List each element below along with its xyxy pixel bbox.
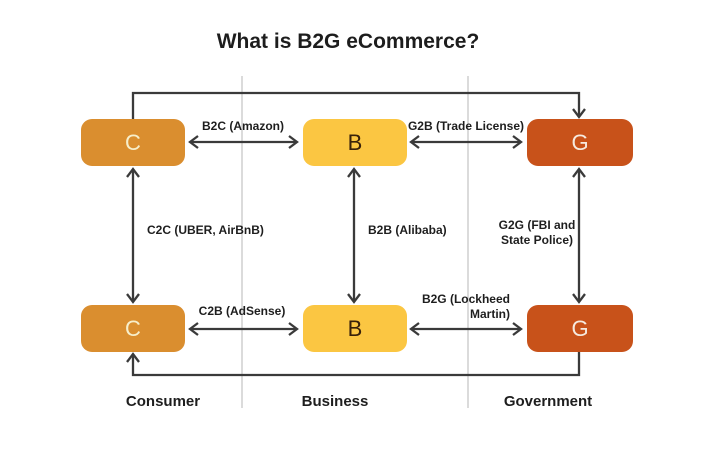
box-consumer-top: C: [81, 119, 185, 166]
box-letter: C: [125, 315, 141, 341]
b2b-arrow: [347, 167, 361, 304]
c-to-g-top-arrow: [131, 91, 586, 119]
page-title: What is B2G eCommerce?: [216, 30, 480, 53]
c2b-relation-label: C2B (AdSense): [198, 304, 286, 318]
b2g-arrow: [409, 322, 523, 336]
c2b-arrow: [188, 322, 299, 336]
c2c-relation-label: C2C (UBER, AirBnB): [147, 223, 264, 237]
g-to-c-bottom-arrow: [126, 352, 581, 377]
b2c-arrow: [188, 135, 299, 149]
b2g-relation-label: B2G (Lockheed Martin): [422, 292, 510, 322]
c2c-arrow: [126, 167, 140, 304]
column-divider-left: [241, 76, 243, 408]
column-divider-right: [467, 76, 469, 408]
box-consumer-bottom: C: [81, 305, 185, 352]
box-letter: B: [347, 129, 363, 155]
g2b-relation-label: G2B (Trade License): [407, 119, 525, 133]
b2g-relation-label-line1: B2G (Lockheed: [421, 292, 510, 306]
box-government-bottom: G: [527, 305, 633, 352]
g2b-arrow: [409, 135, 523, 149]
box-letter: G: [571, 315, 589, 341]
g2g-relation-label: G2G (FBI and State Police): [499, 218, 576, 248]
g2g-arrow: [572, 167, 586, 304]
box-business-top: B: [303, 119, 407, 166]
b2c-relation-label: B2C (Amazon): [201, 119, 285, 133]
box-letter: B: [347, 315, 363, 341]
column-label-business: Business: [301, 393, 369, 410]
box-letter: C: [125, 129, 141, 155]
box-business-bottom: B: [303, 305, 407, 352]
box-letter: G: [571, 129, 589, 155]
g2g-relation-label-line2: State Police): [500, 233, 574, 247]
column-label-consumer: Consumer: [125, 393, 201, 410]
b2g-relation-label-line2: Martin): [470, 307, 510, 321]
b2b-relation-label: B2B (Alibaba): [368, 223, 447, 237]
box-government-top: G: [527, 119, 633, 166]
column-label-government: Government: [503, 393, 593, 410]
g2g-relation-label-line1: G2G (FBI and: [498, 218, 576, 232]
